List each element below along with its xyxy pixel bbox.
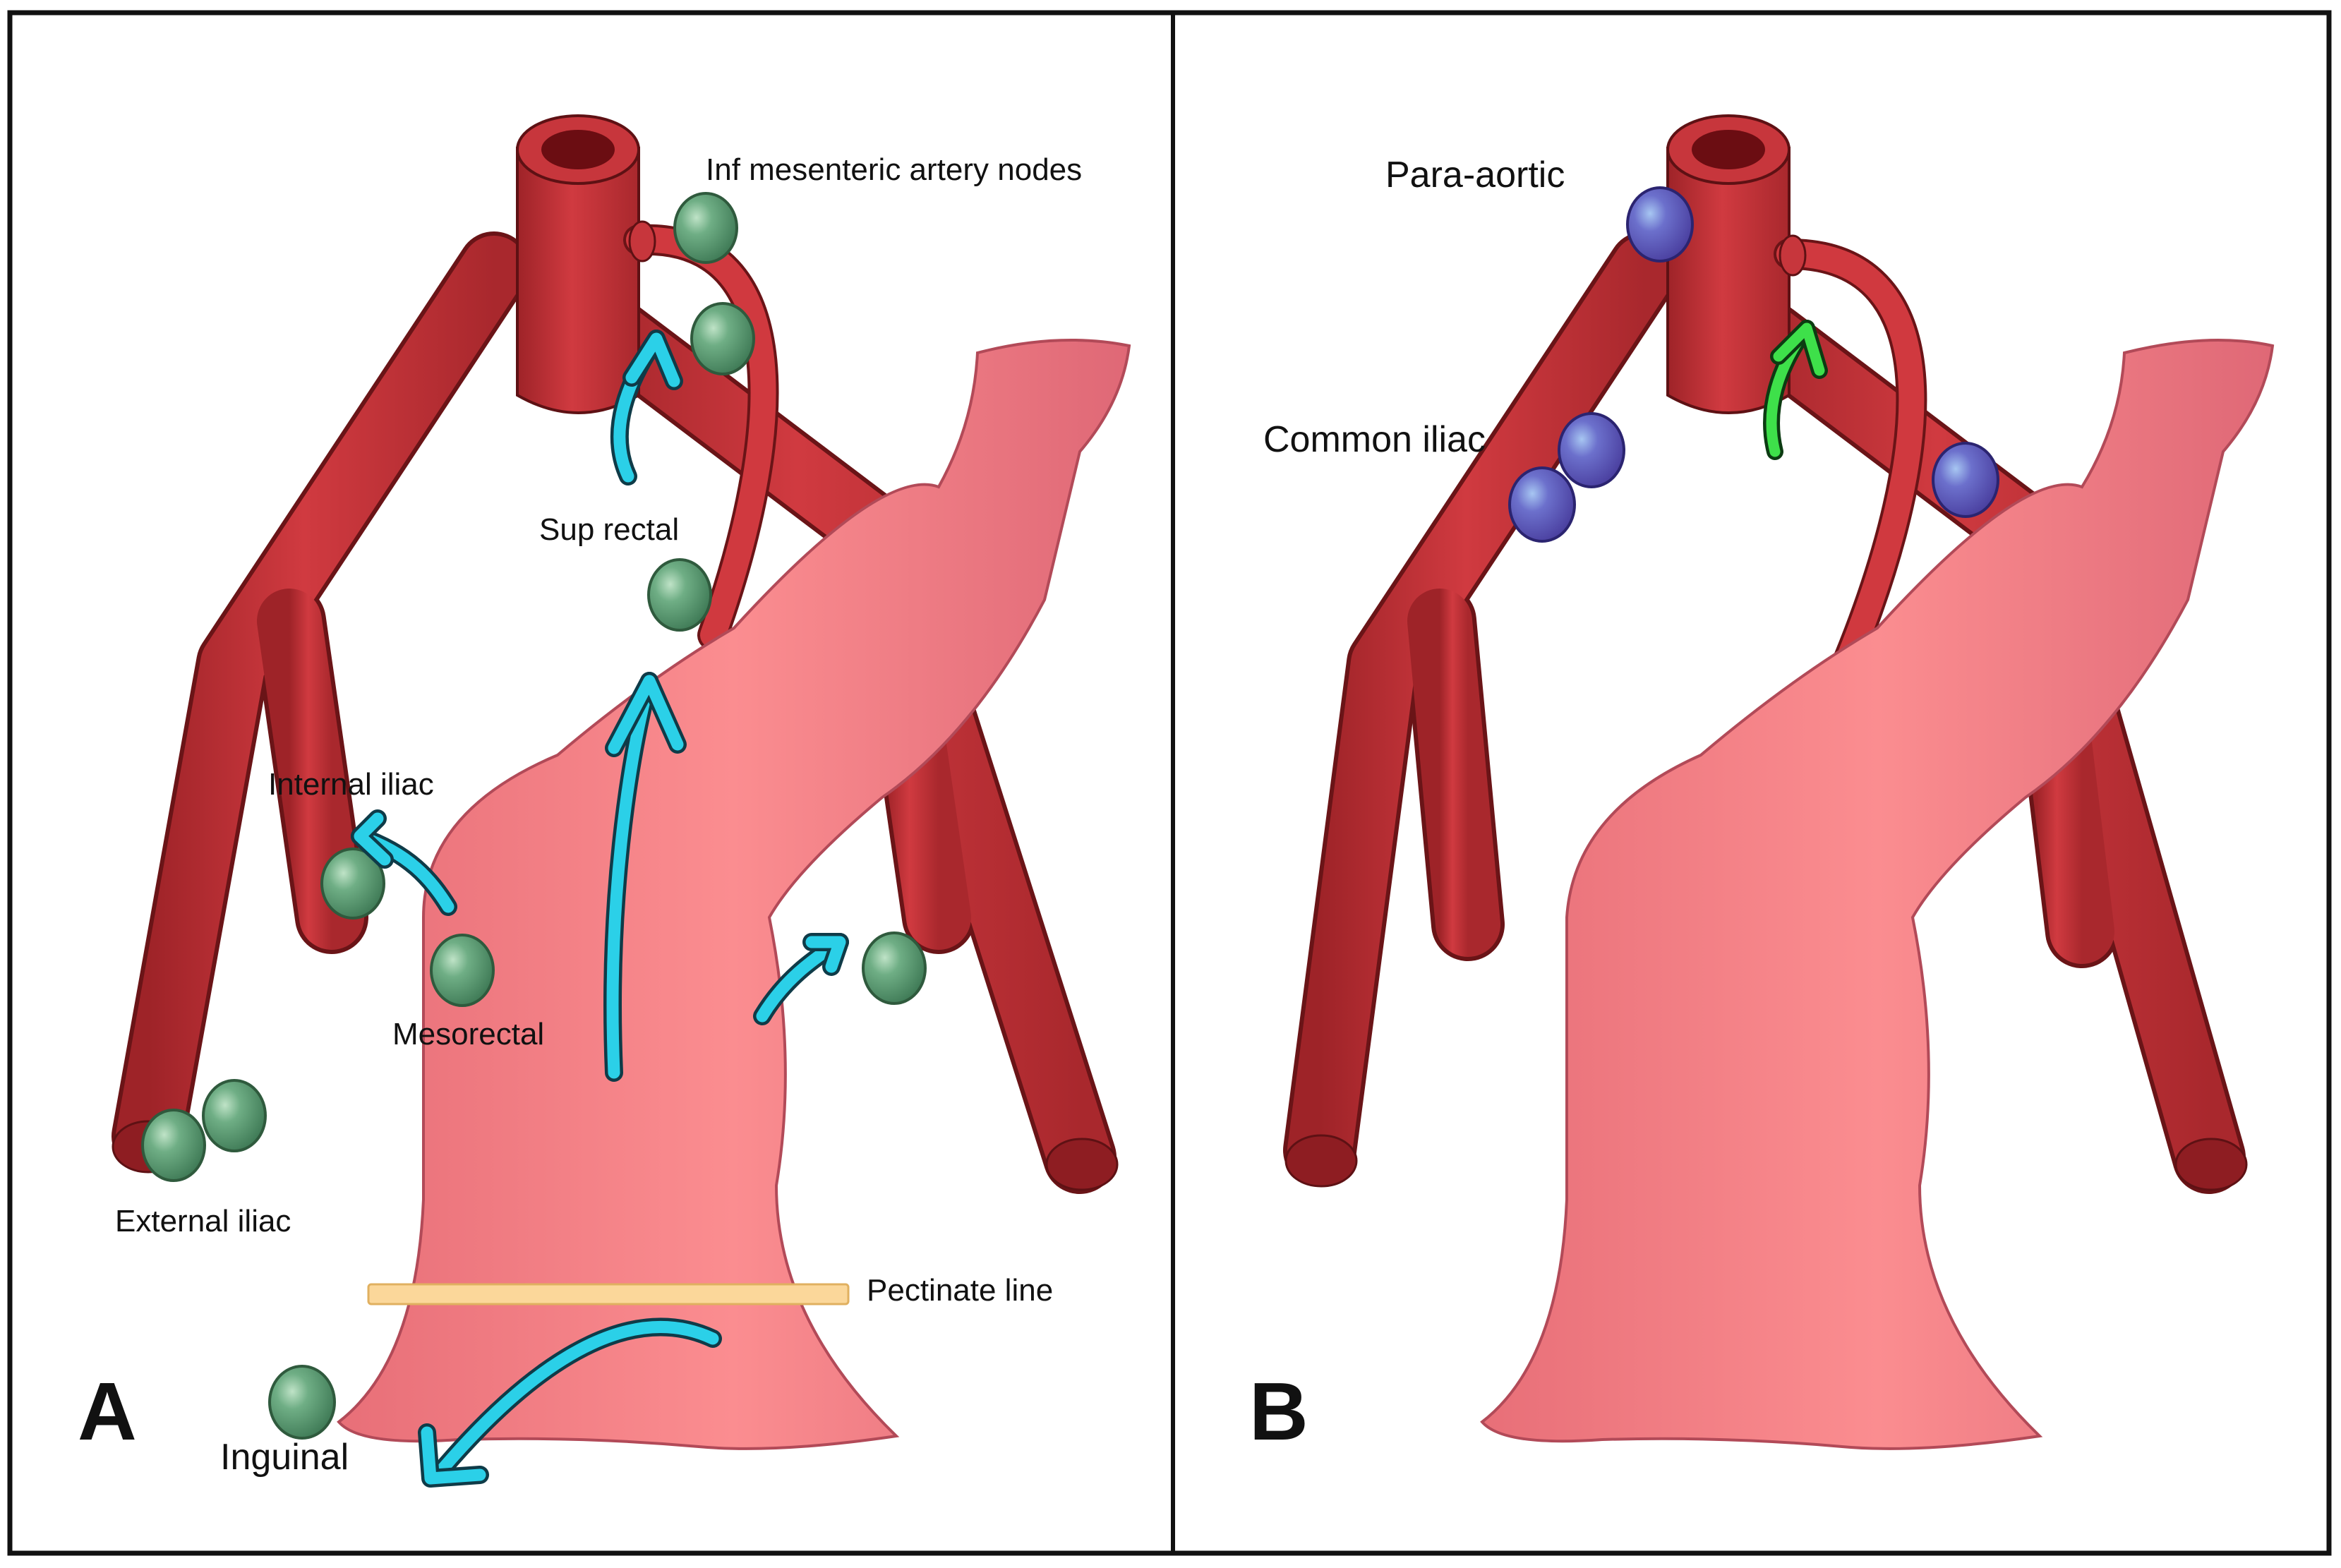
external-iliac-node-icon [141, 1109, 206, 1182]
inf-mesenteric-node-icon [690, 302, 755, 375]
label-internal-iliac: Internal iliac [268, 767, 434, 802]
lymph-nodes-green [141, 192, 927, 1440]
arrowhead-icon [805, 936, 846, 973]
rectum [1480, 339, 2275, 1450]
common-iliac-node-icon [1558, 412, 1625, 488]
left-common-external-iliac-artery [1287, 236, 1677, 1183]
pectinate-line [367, 1283, 850, 1305]
common-iliac-node-icon [1932, 442, 1999, 518]
mesorectal-node-icon [430, 934, 495, 1007]
lymph-nodes-blue [1508, 186, 1999, 543]
inf-mesenteric-node-icon [673, 192, 738, 264]
external-iliac-node-icon [202, 1079, 267, 1152]
left-internal-iliac-artery [1407, 589, 1500, 957]
arrowhead-icon [625, 332, 680, 387]
label-mesorectal: Mesorectal [392, 1017, 544, 1051]
para-aortic-node-icon [1626, 186, 1694, 263]
aortic-lumen [1692, 130, 1765, 169]
label-para-aortic: Para-aortic [1385, 155, 1565, 195]
panel-letter-b: B [1249, 1365, 1308, 1457]
panel-a: Inf mesenteric artery nodes Sup rectal I… [78, 114, 1131, 1488]
label-pectinate-line: Pectinate line [867, 1273, 1053, 1308]
common-iliac-node-icon [1508, 466, 1576, 543]
sup-rectal-node-icon [647, 558, 712, 632]
label-external-iliac: External iliac [115, 1204, 291, 1238]
arrowhead-icon [608, 675, 684, 754]
drainage-arrows [1763, 320, 1828, 460]
drainage-arrows [351, 330, 849, 1488]
inguinal-node-icon [268, 1365, 336, 1440]
arrowhead-icon [421, 1426, 486, 1485]
label-inguinal: Inguinal [220, 1437, 349, 1478]
label-sup-rectal: Sup rectal [539, 512, 679, 547]
drainage-arrow-mesorectal-to-sup-rectal [606, 675, 656, 1079]
drainage-arrow-to-inguinal [431, 1321, 719, 1481]
internal-iliac-node-icon [320, 848, 385, 919]
arrowhead-icon [1773, 322, 1825, 376]
aorta [1666, 147, 1791, 414]
aorta [516, 147, 640, 414]
panel-letter-a: A [78, 1365, 137, 1457]
rectum [337, 339, 1131, 1450]
panel-b: Para-aortic Common iliac B [1249, 114, 2275, 1457]
label-common-iliac: Common iliac [1263, 419, 1486, 460]
aortic-lumen [541, 130, 615, 169]
arrowhead-icon [354, 812, 391, 866]
figure-border [7, 10, 2332, 1556]
left-common-external-iliac-artery [116, 236, 526, 1169]
label-inf-mesenteric-artery-nodes: Inf mesenteric artery nodes [706, 152, 1082, 187]
internal-iliac-node-icon [862, 931, 927, 1005]
